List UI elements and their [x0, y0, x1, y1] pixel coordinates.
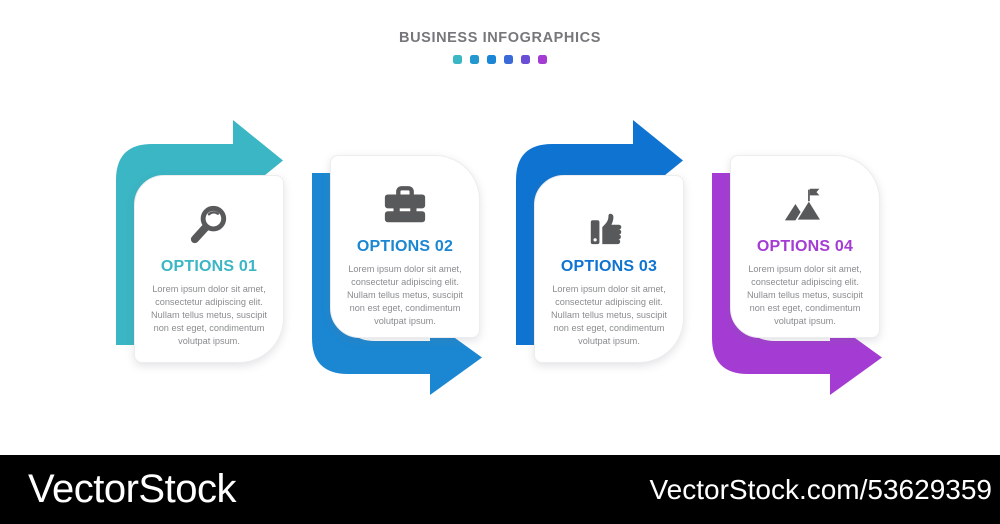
option-label: OPTIONS 02	[356, 238, 454, 255]
option-description: Lorem ipsum dolor sit amet, consectetur …	[347, 264, 463, 326]
watermark-bar: VectorStock VectorStock.com/53629359	[0, 455, 1000, 524]
arrow-down-right-2	[312, 173, 482, 395]
card: OPTIONS 01 Lorem ipsum dolor sit amet, c…	[134, 175, 284, 363]
option-card-4: OPTIONS 04 Lorem ipsum dolor sit amet, c…	[705, 95, 905, 400]
option-label: OPTIONS 04	[756, 238, 854, 255]
dot	[487, 55, 496, 64]
card: OPTIONS 03 Lorem ipsum dolor sit amet, c…	[534, 175, 684, 363]
option-description: Lorem ipsum dolor sit amet, consectetur …	[551, 284, 667, 346]
card: OPTIONS 04 Lorem ipsum dolor sit amet, c…	[730, 155, 880, 338]
option-label: OPTIONS 01	[160, 258, 258, 275]
option-card-2: OPTIONS 02 Lorem ipsum dolor sit amet, c…	[305, 95, 505, 400]
arrow-down-right-4	[712, 173, 882, 395]
dot	[470, 55, 479, 64]
option-card-3: OPTIONS 03 Lorem ipsum dolor sit amet, c…	[509, 95, 709, 400]
thumbs-up-icon	[586, 201, 632, 249]
page-title: BUSINESS INFOGRAPHICS	[399, 30, 601, 46]
color-dots	[0, 55, 1000, 64]
infographic-header: BUSINESS INFOGRAPHICS	[0, 30, 1000, 64]
option-card-1: OPTIONS 01 Lorem ipsum dolor sit amet, c…	[109, 95, 309, 400]
dot	[453, 55, 462, 64]
option-description: Lorem ipsum dolor sit amet, consectetur …	[747, 264, 863, 326]
dot	[504, 55, 513, 64]
option-label: OPTIONS 03	[560, 258, 658, 275]
option-description: Lorem ipsum dolor sit amet, consectetur …	[151, 284, 267, 346]
vectorstock-image-url: VectorStock.com/53629359	[649, 473, 992, 505]
dot	[538, 55, 547, 64]
mountain-flag-icon	[780, 181, 830, 229]
search-icon	[186, 201, 233, 249]
vectorstock-logo: VectorStock	[28, 467, 236, 511]
dot	[521, 55, 530, 64]
briefcase-icon	[382, 181, 428, 229]
card: OPTIONS 02 Lorem ipsum dolor sit amet, c…	[330, 155, 480, 338]
